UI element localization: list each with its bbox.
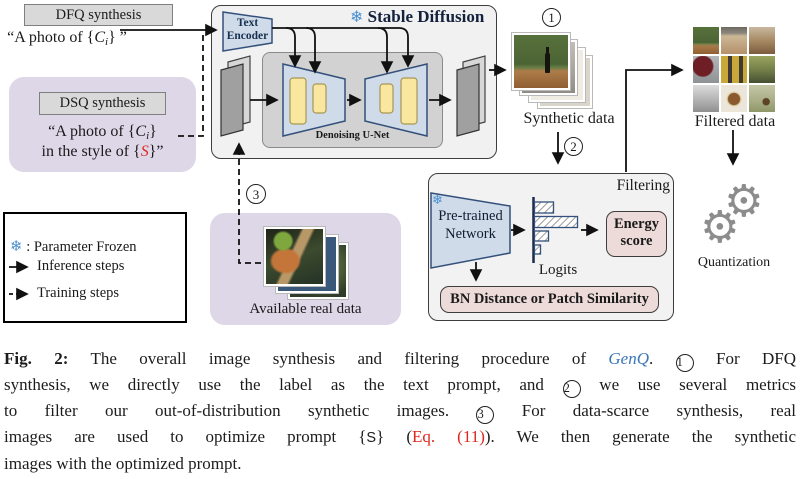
step-1-badge: 1 xyxy=(542,8,561,27)
pipeline-diagram: DFQ synthesis DSQ synthesis Energy score… xyxy=(3,4,776,325)
filtered-image-8 xyxy=(720,84,748,112)
caption-line-3: to filter our out-of-distribution synthe… xyxy=(4,398,796,424)
caption-line-1: Fig. 2: The overall image synthesis and … xyxy=(4,346,796,372)
quantization-label: Quantization xyxy=(697,255,771,270)
gear-icon: ⚙ xyxy=(700,202,740,253)
dfq-synthesis-box: DFQ synthesis xyxy=(24,4,173,26)
dsq-prompt-line1: “A photo of {Ci} xyxy=(48,123,157,142)
synthetic-image-1 xyxy=(512,33,570,90)
legend-inference-item: Inference steps xyxy=(37,258,125,274)
filtered-image-1 xyxy=(693,27,720,55)
filtering-title: Filtering xyxy=(616,177,670,194)
filtered-image-4 xyxy=(693,55,720,84)
caption-step-2: 2 xyxy=(562,380,581,398)
energy-score-box: Energy score xyxy=(606,211,667,257)
dfq-prompt: “A photo of {Ci} ” xyxy=(7,29,127,48)
energy-score-label: Energy xyxy=(613,216,660,232)
available-real-data-label: Available real data xyxy=(249,301,362,317)
snowflake-icon: ❄ xyxy=(432,193,443,208)
filtered-image-7 xyxy=(693,84,720,112)
filtered-image-9 xyxy=(748,84,775,112)
step-3-badge: 3 xyxy=(246,184,266,204)
real-image-bird xyxy=(264,227,325,286)
figure-caption: Fig. 2: The overall image synthesis and … xyxy=(0,336,800,476)
filtered-image-3 xyxy=(748,27,775,55)
quantization-gears: ⚙ ⚙ xyxy=(698,178,774,252)
legend-frozen-item: ❄ : Parameter Frozen xyxy=(10,237,137,255)
caption-line-2: synthesis, we directly use the label as … xyxy=(4,372,796,398)
synthetic-data-label: Synthetic data xyxy=(523,110,615,127)
caption-step-3: 3 xyxy=(476,406,495,424)
caption-line-5: images with the optimized prompt. xyxy=(4,454,242,474)
snowflake-icon: ❄ xyxy=(10,237,23,255)
step-2-badge: 2 xyxy=(564,137,583,156)
stable-diffusion-title: ❄ Stable Diffusion xyxy=(350,7,485,26)
logits-label: Logits xyxy=(538,262,578,278)
snowflake-icon: ❄ xyxy=(350,7,364,26)
filtered-image-5 xyxy=(720,55,748,84)
caption-step-1: 1 xyxy=(675,354,694,372)
dsq-prompt-line2: in the style of {S}” xyxy=(41,143,164,160)
caption-line-4: images are used to optimize prompt {S} (… xyxy=(4,427,796,446)
filtered-image-2 xyxy=(720,27,748,55)
legend-box xyxy=(3,212,187,323)
legend-training-item: Training steps xyxy=(37,285,120,301)
filtered-data-label: Filtered data xyxy=(694,113,776,130)
gear-icon: ⚙ xyxy=(724,176,764,227)
energy-score-label2: score xyxy=(620,233,653,249)
bottle-silhouette xyxy=(545,47,551,74)
denoising-unet-label: Denoising U-Net xyxy=(315,130,390,141)
filtered-image-6 xyxy=(748,55,775,84)
filtered-image-grid xyxy=(693,27,775,112)
bn-distance-box: BN Distance or Patch Similarity xyxy=(440,286,659,313)
dsq-synthesis-box: DSQ synthesis xyxy=(39,92,166,115)
